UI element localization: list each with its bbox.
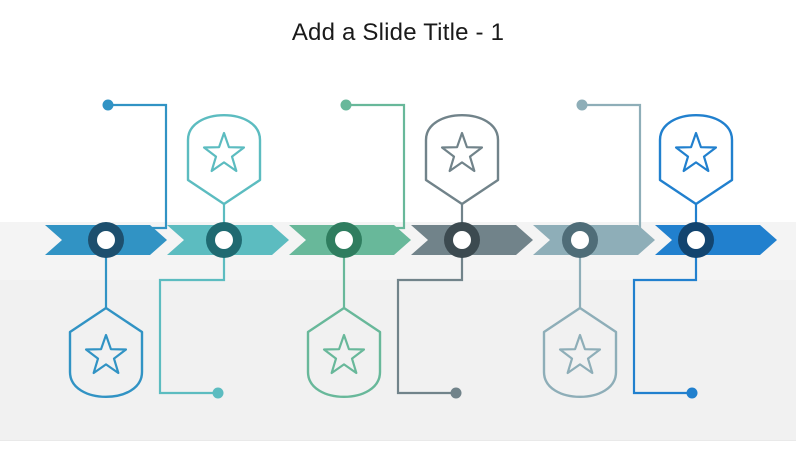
star-outline-icon-step-1	[84, 333, 128, 375]
marker-center-step-2	[215, 231, 233, 249]
star-outline-icon-step-3	[322, 333, 366, 375]
badge-shape-step-2[interactable]	[186, 113, 262, 206]
connector-line-step-6	[632, 238, 698, 395]
connector-line-step-4	[396, 238, 464, 395]
marker-center-step-4	[453, 231, 471, 249]
badge-shape-step-6[interactable]	[658, 113, 734, 206]
endpoint-dot-step-2[interactable]	[212, 387, 224, 399]
star-outline-icon-step-5	[558, 333, 602, 375]
endpoint-dot-step-1[interactable]	[102, 99, 114, 111]
endpoint-dot-step-4[interactable]	[450, 387, 462, 399]
star-outline-icon-step-4	[440, 131, 484, 173]
circle-markers-group	[88, 222, 714, 258]
endpoint-dot-step-3[interactable]	[340, 99, 352, 111]
background-band-divider	[0, 440, 796, 441]
star-outline-icon-step-2	[202, 131, 246, 173]
page-title[interactable]: Add a Slide Title - 1	[291, 19, 505, 46]
connector-line-step-1	[104, 103, 168, 242]
endpoint-dot-step-6[interactable]	[686, 387, 698, 399]
endpoint-dot-step-5[interactable]	[576, 99, 588, 111]
connector-line-step-5	[578, 103, 642, 242]
chevron-segment-step-6[interactable]	[655, 225, 777, 255]
star-outline-icon-step-6	[674, 131, 718, 173]
badge-shape-step-3[interactable]	[306, 306, 382, 399]
badge-shape-step-4[interactable]	[424, 113, 500, 206]
marker-center-step-3	[335, 231, 353, 249]
badge-shape-step-1[interactable]	[68, 306, 144, 399]
connector-line-step-2	[158, 238, 226, 395]
marker-center-step-6	[687, 231, 705, 249]
marker-center-step-1	[97, 231, 115, 249]
marker-center-step-5	[571, 231, 589, 249]
badge-shape-step-5[interactable]	[542, 306, 618, 399]
badge-shapes-group	[68, 113, 734, 399]
endpoint-dots-group	[102, 99, 698, 399]
connector-line-step-3	[342, 103, 406, 242]
chevron-bar-group	[45, 225, 777, 255]
